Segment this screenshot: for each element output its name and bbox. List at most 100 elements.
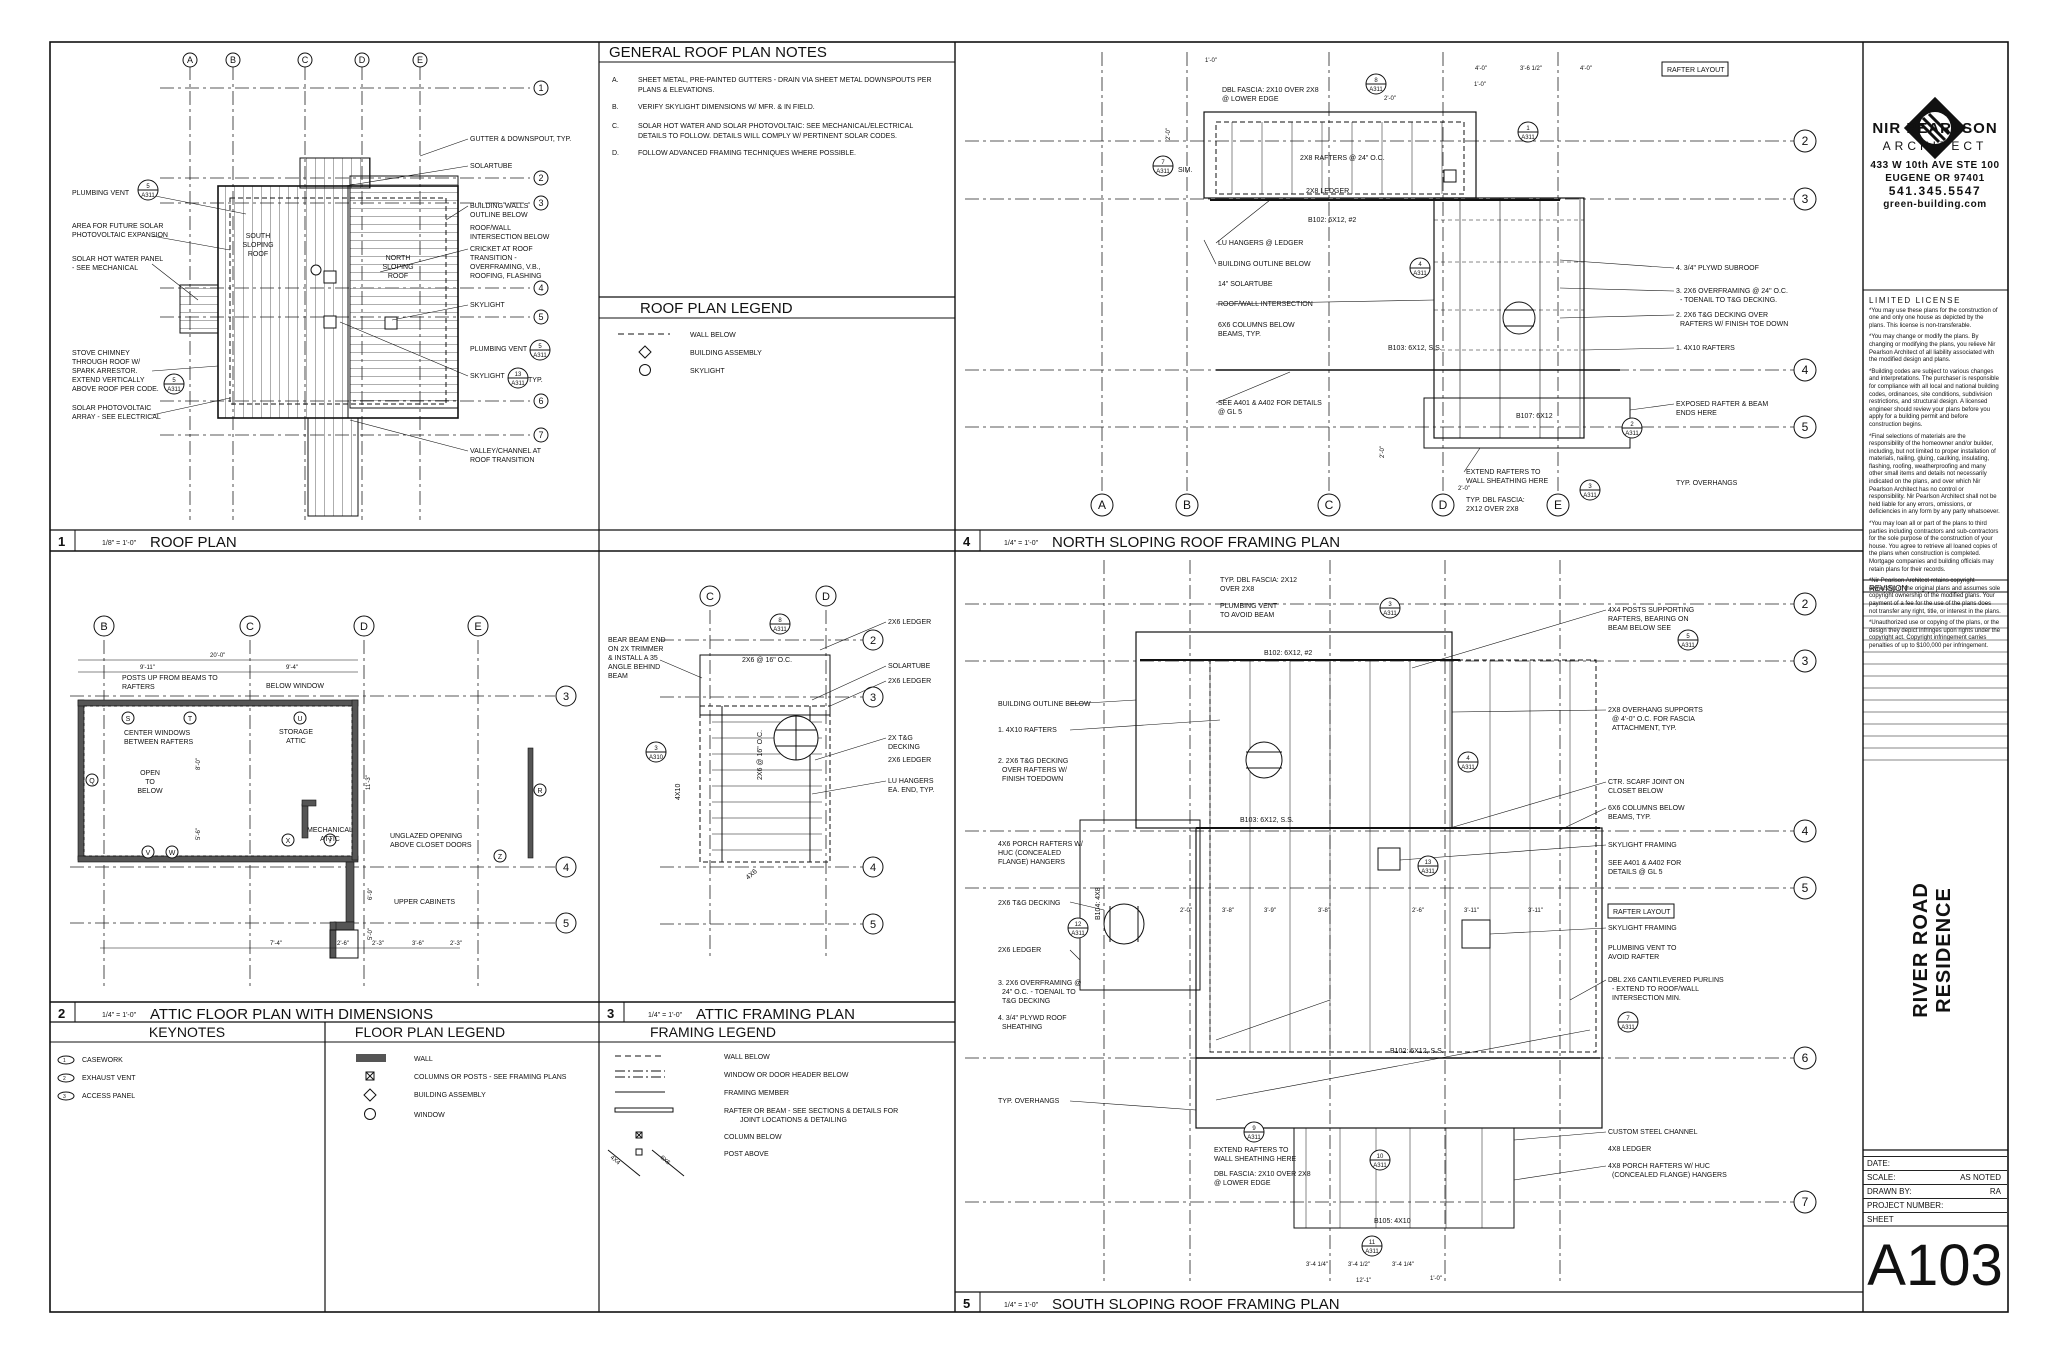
svg-text:9: 9 xyxy=(1252,1126,1256,1132)
panel-title-north-framing: 4 1/4" = 1'-0" NORTH SLOPING ROOF FRAMIN… xyxy=(963,534,1340,551)
svg-text:CLOSET BELOW: CLOSET BELOW xyxy=(1608,788,1664,795)
svg-text:VALLEY/CHANNEL AT: VALLEY/CHANNEL AT xyxy=(470,448,542,455)
svg-text:B102: 6X12, #2: B102: 6X12, #2 xyxy=(1308,217,1356,224)
svg-text:ABOVE ROOF PER CODE.: ABOVE ROOF PER CODE. xyxy=(72,386,159,393)
svg-text:A311: A311 xyxy=(1365,1249,1379,1255)
roof-plan: A B C D E 1 2 3 4 5 6 7 xyxy=(72,52,571,520)
svg-text:ROOF: ROOF xyxy=(248,251,268,258)
svg-text:U: U xyxy=(297,716,302,723)
svg-text:1'-0": 1'-0" xyxy=(1205,58,1217,64)
right-notes: GUTTER & DOWNSPOUT, TYP. SOLARTUBE BUILD… xyxy=(470,136,571,464)
panel-title: NORTH SLOPING ROOF FRAMING PLAN xyxy=(1052,534,1340,551)
south-left-notes: TYP. DBL FASCIA: 2X12 OVER 2X8 PLUMBING … xyxy=(998,577,1311,1187)
firm-website[interactable]: green-building.com xyxy=(1883,199,1987,210)
svg-text:A311: A311 xyxy=(511,381,525,387)
svg-text:ENDS HERE: ENDS HERE xyxy=(1676,410,1717,417)
general-roof-plan-notes: GENERAL ROOF PLAN NOTES A. SHEET METAL, … xyxy=(609,44,932,157)
roof-plan-legend: ROOF PLAN LEGEND WALL BELOW BUILDING ASS… xyxy=(618,300,793,376)
svg-text:A311: A311 xyxy=(1373,1163,1387,1169)
svg-text:UNGLAZED OPENING: UNGLAZED OPENING xyxy=(390,833,462,840)
svg-text:ROOF/WALL INTERSECTION: ROOF/WALL INTERSECTION xyxy=(1218,301,1313,308)
skylight-marks xyxy=(310,264,398,330)
svg-text:A311: A311 xyxy=(1247,1135,1261,1141)
svg-text:BUILDING ASSEMBLY: BUILDING ASSEMBLY xyxy=(414,1092,486,1099)
svg-text:Z: Z xyxy=(498,854,503,861)
svg-text:2X6 LEDGER: 2X6 LEDGER xyxy=(888,757,931,764)
svg-text:4: 4 xyxy=(1802,363,1809,377)
south-dims: 3'-4 1/4" 3'-4 1/2" 3'-4 1/4" 12'-1" 1'-… xyxy=(1180,908,1543,1284)
svg-text:3'-4 1/2": 3'-4 1/2" xyxy=(1348,1262,1370,1268)
svg-text:2'-0": 2'-0" xyxy=(1166,128,1172,140)
svg-text:11'-3": 11'-3" xyxy=(366,775,372,790)
svg-text:TO AVOID BEAM: TO AVOID BEAM xyxy=(1220,612,1274,619)
svg-text:2X T&G: 2X T&G xyxy=(888,735,913,742)
svg-text:RAFTER LAYOUT: RAFTER LAYOUT xyxy=(1667,67,1725,74)
svg-text:A311: A311 xyxy=(1621,1025,1635,1031)
svg-text:PLUMBING VENT TO: PLUMBING VENT TO xyxy=(1608,945,1677,952)
svg-text:BEAR BEAM END: BEAR BEAM END xyxy=(608,637,666,644)
attic-framing-left-notes: BEAR BEAM END ON 2X TRIMMER & INSTALL A … xyxy=(608,637,666,680)
svg-text:13: 13 xyxy=(515,372,522,378)
attic-framing-right-notes: 2X6 LEDGER SOLARTUBE 2X6 LEDGER 2X T&G D… xyxy=(888,619,934,794)
svg-text:AVOID RAFTER: AVOID RAFTER xyxy=(1608,954,1659,961)
svg-text:A311: A311 xyxy=(1071,931,1085,937)
svg-text:4. 3/4" PLYWD ROOF: 4. 3/4" PLYWD ROOF xyxy=(998,1015,1066,1022)
svg-text:6X6: 6X6 xyxy=(659,1155,672,1167)
north-left-notes: DBL FASCIA: 2X10 OVER 2X8 @ LOWER EDGE 2… xyxy=(1218,87,1549,513)
svg-text:3'-6 1/2": 3'-6 1/2" xyxy=(1520,66,1542,72)
svg-text:SOLAR HOT WATER PANEL: SOLAR HOT WATER PANEL xyxy=(72,256,163,263)
svg-text:WALL SHEATHING HERE: WALL SHEATHING HERE xyxy=(1214,1156,1297,1163)
svg-text:ROOF: ROOF xyxy=(388,273,408,280)
svg-text:7: 7 xyxy=(1802,1195,1809,1209)
panel-title: ROOF PLAN xyxy=(150,534,237,551)
panel-scale: 1/4" = 1'-0" xyxy=(1004,540,1039,547)
panel-number: 5 xyxy=(963,1296,970,1311)
note-letter: D. xyxy=(612,150,619,157)
svg-text:EA. END, TYP.: EA. END, TYP. xyxy=(888,787,934,794)
svg-text:4. 3/4" PLYWD SUBROOF: 4. 3/4" PLYWD SUBROOF xyxy=(1676,265,1759,272)
firm-address-1: 433 W 10th AVE STE 100 xyxy=(1870,160,2000,171)
svg-text:TYP.: TYP. xyxy=(528,377,543,384)
roof-surfaces xyxy=(179,157,459,517)
panel-title-roof-plan: 1 1/8" = 1'-0" ROOF PLAN xyxy=(58,534,237,551)
svg-text:2X6 LEDGER: 2X6 LEDGER xyxy=(888,678,931,685)
svg-text:2. 2X6 T&G DECKING: 2. 2X6 T&G DECKING xyxy=(998,758,1068,765)
south-inner: B102: 6X12, #2 B103: 6X12, S.S. B102: 6X… xyxy=(1095,650,1444,1225)
svg-text:WALL SHEATHING HERE: WALL SHEATHING HERE xyxy=(1466,478,1549,485)
revision-label: REVISION xyxy=(1869,584,1908,593)
svg-text:3: 3 xyxy=(563,691,569,703)
panel-title: ATTIC FRAMING PLAN xyxy=(696,1006,855,1023)
svg-text:SOUTH: SOUTH xyxy=(246,233,271,240)
svg-text:TYP. DBL FASCIA: 2X12: TYP. DBL FASCIA: 2X12 xyxy=(1220,577,1297,584)
svg-text:SKYLIGHT FRAMING: SKYLIGHT FRAMING xyxy=(1608,925,1677,932)
attic-labels: POSTS UP FROM BEAMS TO RAFTERS BELOW WIN… xyxy=(122,675,472,906)
svg-text:D: D xyxy=(359,55,366,65)
south-grid-bubbles: 2 3 4 5 6 7 xyxy=(1793,592,1817,1214)
svg-text:SKYLIGHT: SKYLIGHT xyxy=(690,368,725,375)
panel-number: 2 xyxy=(58,1006,65,1021)
svg-text:3'-6": 3'-6" xyxy=(412,941,424,947)
south-framing-plan: 2 3 4 5 6 7 xyxy=(965,560,1817,1285)
notes-title: GENERAL ROOF PLAN NOTES xyxy=(609,44,827,61)
svg-text:A311: A311 xyxy=(1461,765,1475,771)
north-rafter-layout-tag: RAFTER LAYOUT xyxy=(1661,61,1729,77)
svg-text:2'-0": 2'-0" xyxy=(1380,446,1386,458)
svg-text:RAFTER OR BEAM - SEE SECTIONS: RAFTER OR BEAM - SEE SECTIONS & DETAILS … xyxy=(724,1108,898,1115)
svg-text:4X4: 4X4 xyxy=(609,1155,622,1167)
svg-text:24" O.C. - TOENAIL TO: 24" O.C. - TOENAIL TO xyxy=(1002,989,1076,996)
panel-title-south-framing: 5 1/4" = 1'-0" SOUTH SLOPING ROOF FRAMIN… xyxy=(963,1296,1340,1313)
firm-address-2: EUGENE OR 97401 xyxy=(1885,173,1985,184)
svg-text:E: E xyxy=(417,55,423,65)
svg-text:3: 3 xyxy=(870,692,876,704)
svg-text:2X6 LEDGER: 2X6 LEDGER xyxy=(998,947,1041,954)
svg-text:WINDOW OR DOOR HEADER BELOW: WINDOW OR DOOR HEADER BELOW xyxy=(724,1072,849,1079)
firm-phone: 541.345.5547 xyxy=(1888,184,1982,198)
svg-text:B: B xyxy=(100,621,107,633)
panel-title: ATTIC FLOOR PLAN WITH DIMENSIONS xyxy=(150,1006,433,1023)
svg-text:CENTER WINDOWS: CENTER WINDOWS xyxy=(124,730,190,737)
svg-text:DETAILS @ GL 5: DETAILS @ GL 5 xyxy=(1608,869,1663,876)
north-dims: 1'-0" 4'-0" 3'-6 1/2" 4'-0" 1'-0" 2'-0" … xyxy=(1166,58,1592,492)
svg-text:4X8 PORCH RAFTERS W/ HUC: 4X8 PORCH RAFTERS W/ HUC xyxy=(1608,1163,1710,1170)
svg-text:2'-0": 2'-0" xyxy=(1384,96,1396,102)
svg-text:DBL FASCIA: 2X10 OVER 2X8: DBL FASCIA: 2X10 OVER 2X8 xyxy=(1222,87,1319,94)
